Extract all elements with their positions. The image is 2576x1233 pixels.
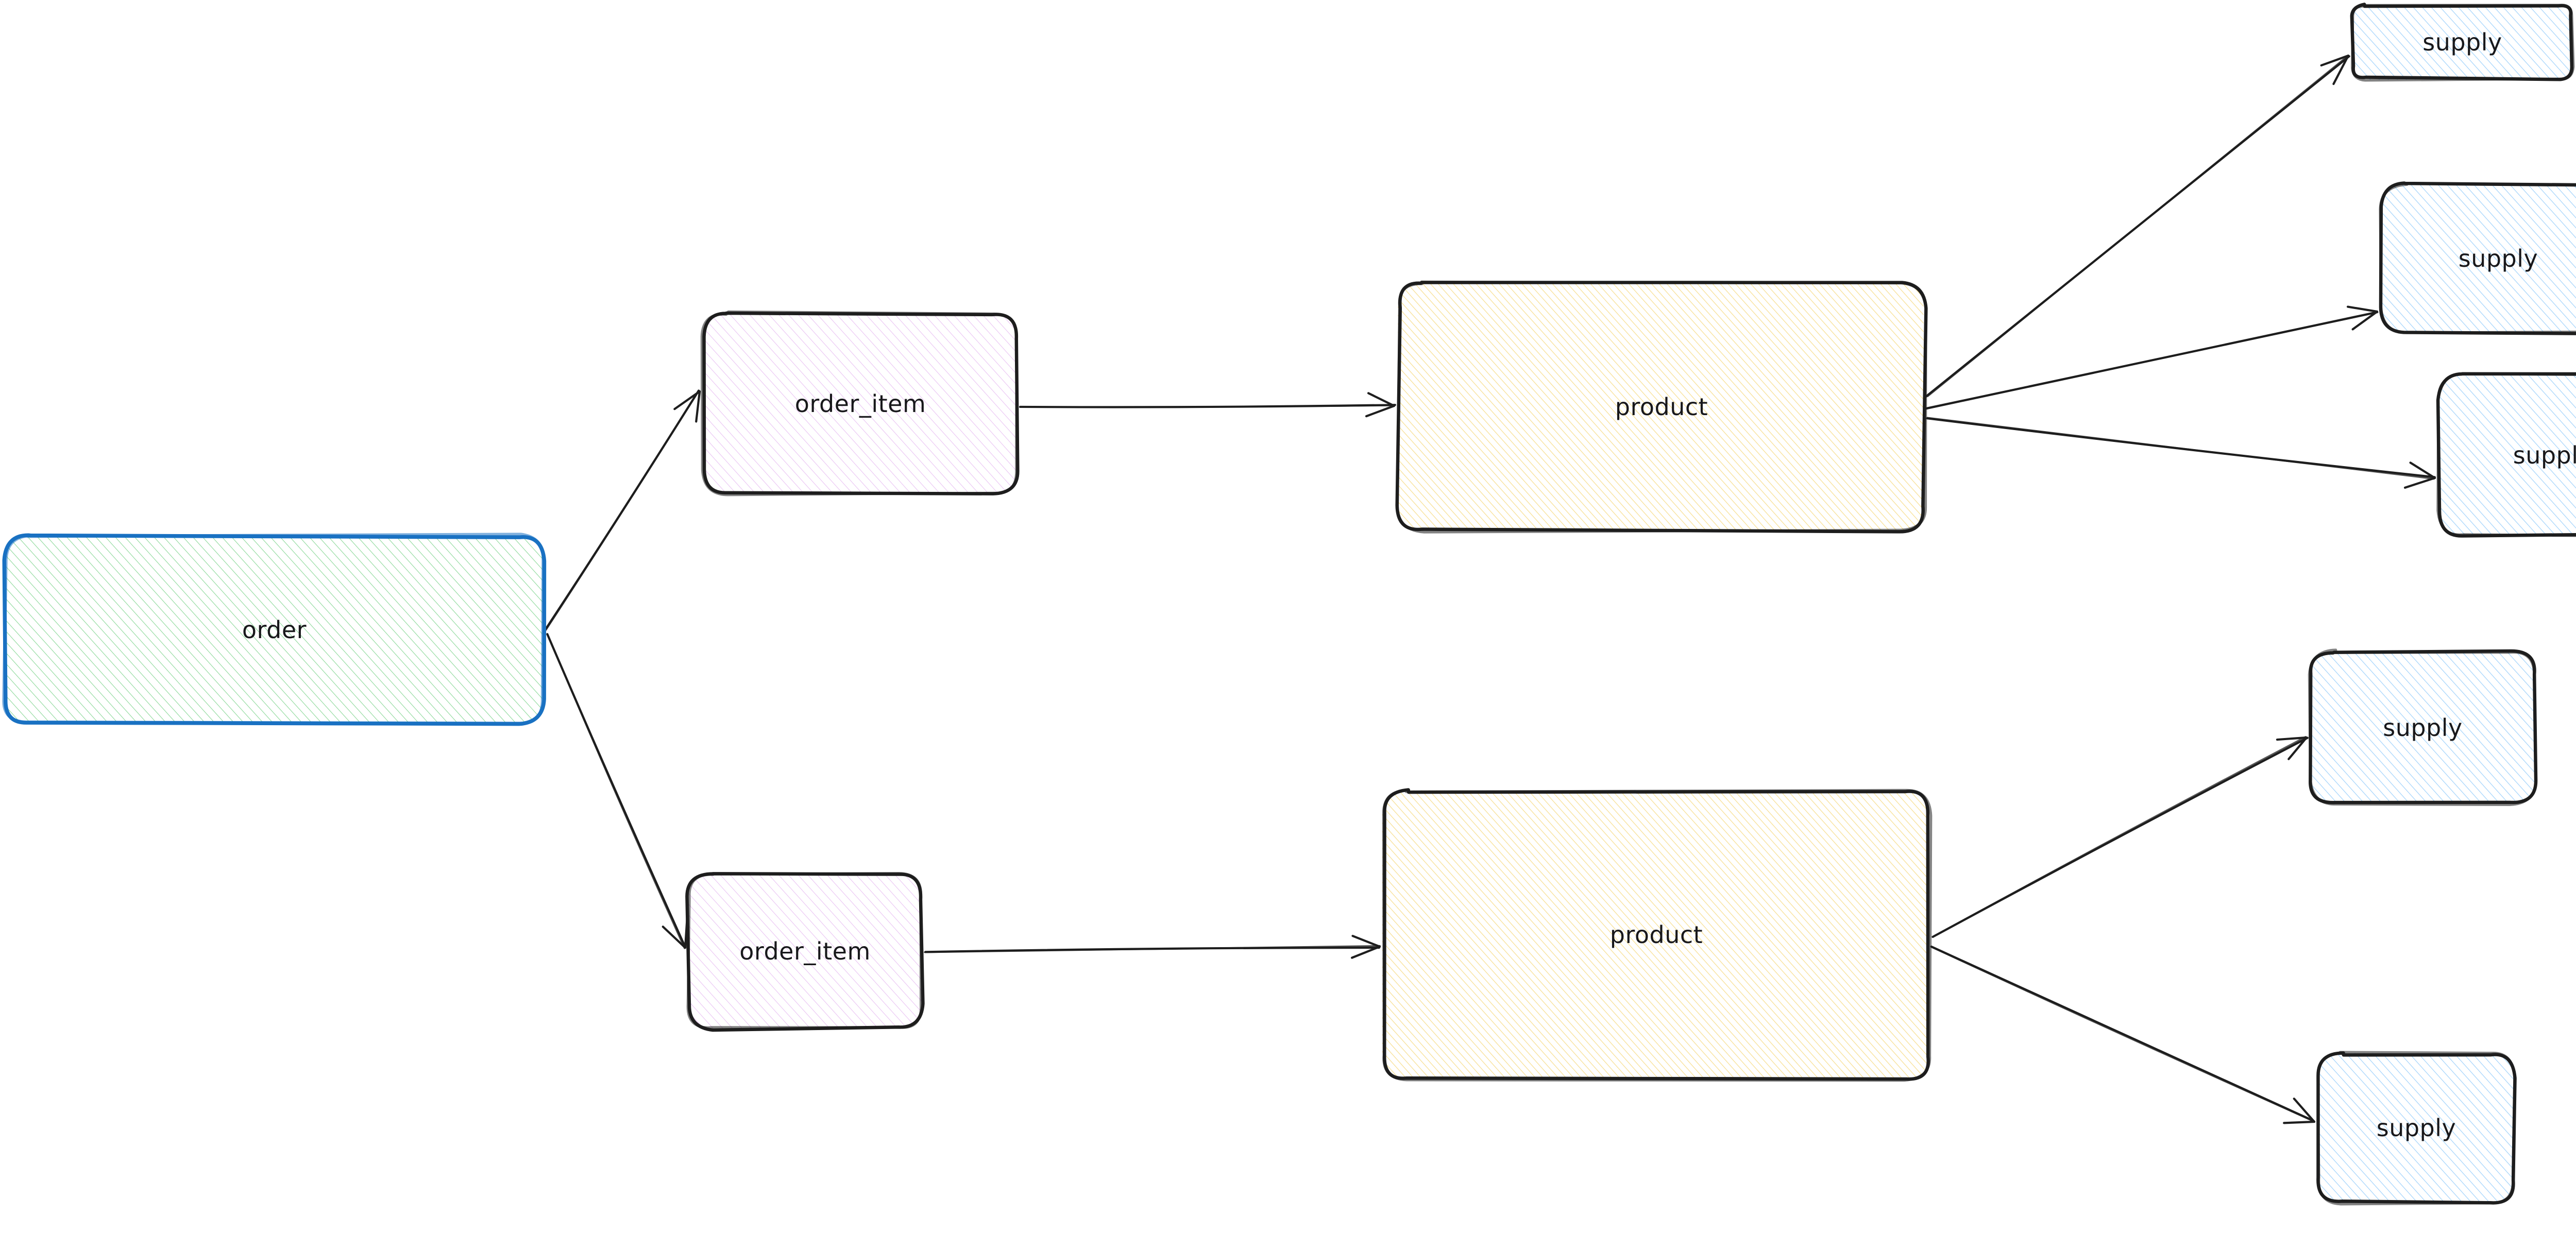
node-order[interactable]	[2, 533, 547, 726]
node-fill	[1398, 282, 1924, 530]
arrowhead-stroke	[1350, 945, 1381, 959]
node-supply[interactable]	[2379, 181, 2576, 335]
node-supply[interactable]	[2316, 1051, 2517, 1206]
arrowhead-stroke	[2320, 54, 2350, 67]
node-layer	[2, 3, 2576, 1206]
edge-line	[1020, 404, 1395, 408]
edge-order-to-order_item2[interactable]	[546, 633, 688, 949]
edge-product1-to-supply1[interactable]	[1924, 54, 2350, 398]
arrowhead-stroke	[662, 926, 687, 949]
node-fill	[2310, 651, 2535, 803]
node-outline	[1396, 280, 1927, 534]
edge-line	[1927, 55, 2349, 398]
arrowhead-stroke	[2332, 54, 2350, 85]
node-product[interactable]	[1395, 280, 1928, 534]
node-fill	[2439, 374, 2576, 536]
node-order_item[interactable]	[700, 310, 1020, 496]
arrowhead-stroke	[1367, 392, 1396, 407]
node-outline	[2308, 648, 2537, 806]
node-outline	[686, 871, 922, 1029]
node-fill	[2352, 6, 2572, 80]
edge-layer	[545, 54, 2436, 1124]
node-supply[interactable]	[2308, 648, 2538, 806]
edge-line	[545, 390, 700, 631]
edge-order_item1-to-product1[interactable]	[1019, 392, 1396, 418]
node-supply[interactable]	[2350, 3, 2575, 82]
edge-order_item2-to-product2[interactable]	[924, 935, 1381, 959]
arrowhead-stroke	[2287, 736, 2308, 760]
edge-line	[924, 945, 1381, 953]
arrowhead-stroke	[2293, 1098, 2316, 1123]
node-fill	[2317, 1052, 2515, 1203]
edge-line	[1931, 737, 2309, 938]
edge-line	[1931, 947, 2316, 1123]
edge-line	[547, 633, 686, 949]
edge-product2-to-supply4[interactable]	[1931, 736, 2309, 938]
node-outline	[700, 310, 1018, 496]
edge-product1-to-supply2[interactable]	[1925, 305, 2379, 410]
node-outline	[2, 533, 545, 725]
node-supply[interactable]	[2436, 372, 2576, 538]
node-fill	[2381, 184, 2576, 332]
edge-line	[1926, 417, 2435, 480]
arrowhead-stroke	[2409, 461, 2436, 480]
arrowhead-stroke	[695, 390, 701, 423]
node-product[interactable]	[1382, 788, 1933, 1082]
node-outline	[2436, 372, 2576, 537]
node-fill	[4, 536, 545, 724]
node-outline	[2351, 4, 2575, 82]
arrowhead-stroke	[2346, 305, 2379, 313]
arrowhead-stroke	[1351, 935, 1381, 948]
node-fill	[1382, 790, 1930, 1081]
node-outline	[1382, 789, 1933, 1082]
node-fill	[703, 313, 1018, 494]
node-order_item[interactable]	[685, 871, 925, 1032]
node-outline	[2379, 182, 2576, 334]
edge-line	[1925, 312, 2379, 409]
arrowhead-stroke	[2283, 1120, 2316, 1124]
node-fill	[687, 874, 923, 1030]
edge-line	[1932, 736, 2307, 938]
edge-order-to-order_item1[interactable]	[545, 389, 701, 631]
edge-product2-to-supply5[interactable]	[1930, 945, 2316, 1124]
node-outline	[2316, 1051, 2516, 1206]
arrowhead-stroke	[673, 390, 701, 410]
edge-product1-to-supply3[interactable]	[1926, 417, 2436, 489]
arrowhead-stroke	[2351, 310, 2379, 331]
arrowhead-stroke	[2276, 736, 2308, 741]
arrowhead-stroke	[1365, 404, 1396, 418]
arrowhead-stroke	[2403, 476, 2436, 489]
